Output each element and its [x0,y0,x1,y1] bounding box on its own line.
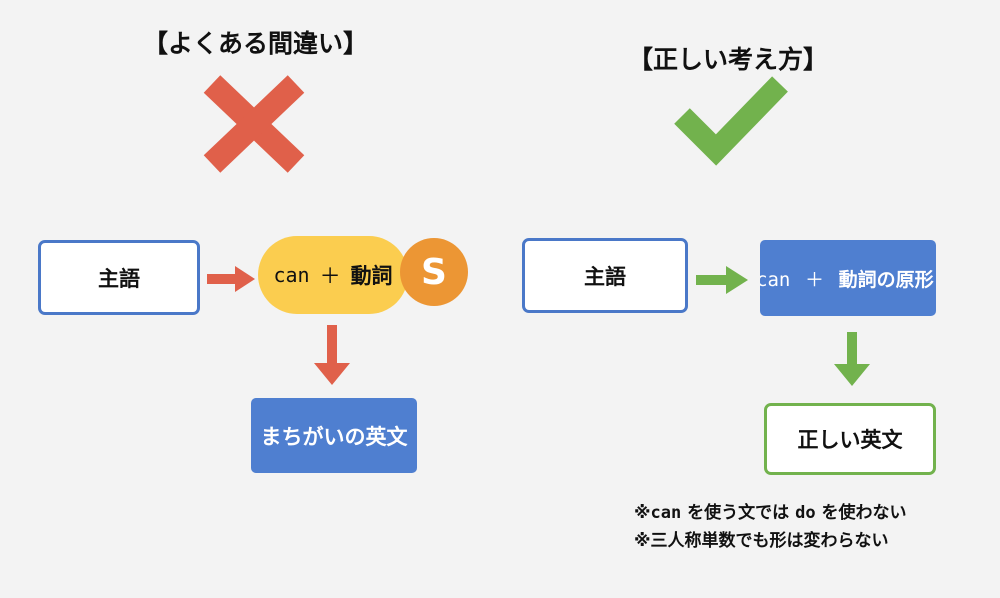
cross-icon [203,75,305,173]
base-verb-plus-text: ＋ [804,268,824,291]
right-arrow-icon [696,266,748,294]
base-verb-can-text: can [760,268,791,291]
note-line-1: ※can を使う文では do を使わない [634,503,907,523]
can-verb-pill: can ＋ 動詞 [258,236,408,314]
right-subject-label: 主語 [584,264,626,289]
left-subject-box: 主語 [38,240,200,315]
s-badge: S [400,238,468,306]
check-icon [674,76,788,166]
pill-verb-text: 動詞 [350,264,393,288]
base-verb-box: can ＋ 動詞の原形 [760,240,936,316]
left-subject-label: 主語 [98,266,140,291]
wrong-sentence-box: まちがいの英文 [251,398,417,473]
pill-plus-text: ＋ [319,264,341,288]
right-arrow-icon [207,266,255,292]
wrong-sentence-label: まちがいの英文 [260,424,408,449]
down-arrow-icon [314,325,350,385]
note-line-2: ※三人称単数でも形は変わらない [634,531,889,551]
left-title: 【よくある間違い】 [143,29,369,58]
base-verb-rest-text: 動詞の原形 [838,268,934,291]
correct-sentence-box: 正しい英文 [764,403,936,475]
s-badge-label: S [421,251,447,293]
correct-sentence-label: 正しい英文 [797,428,903,452]
right-title: 【正しい考え方】 [628,45,829,74]
down-arrow-icon [834,332,870,386]
right-subject-box: 主語 [522,238,688,313]
pill-can-text: can [273,263,310,287]
